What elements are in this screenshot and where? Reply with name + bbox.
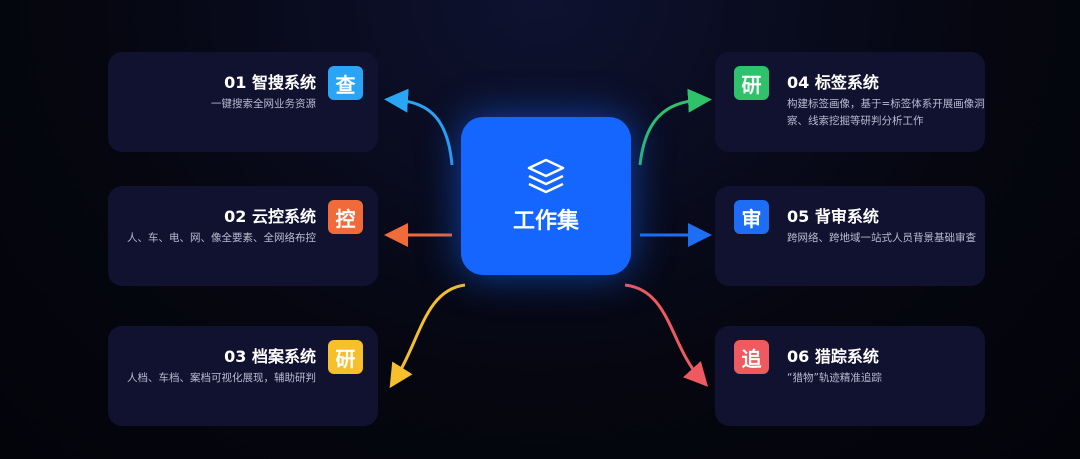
arrow-06 xyxy=(624,283,709,387)
system-card-06[interactable]: 追 06 猎踪系统 “猎物”轨迹精准追踪 xyxy=(715,326,985,426)
card-title: 03 档案系统 xyxy=(224,347,316,366)
center-node: 工作集 xyxy=(461,117,631,275)
system-card-04[interactable]: 研 04 标签系统 构建标签画像，基于=标签体系开展画像洞察、线索挖掘等研判分析… xyxy=(715,52,985,152)
badge-icon: 审 xyxy=(734,200,769,234)
card-desc: 人、车、电、网、像全要素、全网络布控 xyxy=(127,232,316,244)
system-card-05[interactable]: 审 05 背审系统 跨网络、跨地域一站式人员背景基础审查 xyxy=(715,186,985,286)
layers-icon xyxy=(527,158,565,194)
center-title: 工作集 xyxy=(512,209,579,234)
card-title: 01 智搜系统 xyxy=(224,73,316,92)
badge-icon: 研 xyxy=(734,66,769,100)
arrow-01 xyxy=(384,88,454,166)
card-title: 05 背审系统 xyxy=(787,207,879,226)
system-card-03[interactable]: 研 03 档案系统 人档、车档、案档可视化展现，辅助研判 xyxy=(108,326,378,426)
card-desc: 一键搜索全网业务资源 xyxy=(211,98,316,110)
card-desc: 人档、车档、案档可视化展现，辅助研判 xyxy=(127,372,316,384)
card-desc: “猎物”轨迹精准追踪 xyxy=(787,372,882,384)
system-card-02[interactable]: 控 02 云控系统 人、车、电、网、像全要素、全网络布控 xyxy=(108,186,378,286)
badge-icon: 控 xyxy=(328,200,363,234)
card-title: 02 云控系统 xyxy=(224,207,316,226)
badge-icon: 追 xyxy=(734,340,769,374)
badge-icon: 查 xyxy=(328,66,363,100)
arrow-03 xyxy=(389,283,466,389)
card-desc: 构建标签画像，基于=标签体系开展画像洞察、线索挖掘等研判分析工作 xyxy=(787,98,985,127)
arrow-04 xyxy=(638,88,712,166)
card-title: 06 猎踪系统 xyxy=(787,347,879,366)
system-card-01[interactable]: 查 01 智搜系统 一键搜索全网业务资源 xyxy=(108,52,378,152)
card-title: 04 标签系统 xyxy=(787,73,879,92)
card-desc: 跨网络、跨地域一站式人员背景基础审查 xyxy=(787,232,976,244)
badge-icon: 研 xyxy=(328,340,363,374)
